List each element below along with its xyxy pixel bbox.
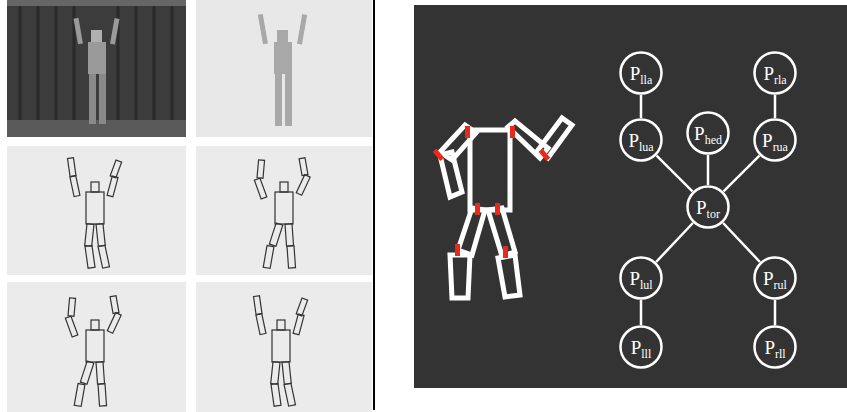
symbol-letter: P <box>629 269 640 288</box>
symbol-letter: P <box>631 338 642 357</box>
circle-shape <box>621 120 662 161</box>
circle-shape <box>688 187 729 228</box>
part-circle: Plll <box>619 325 663 369</box>
symbol-letter: P <box>630 64 641 83</box>
part-circle: Ptor <box>686 185 730 229</box>
circle-shape <box>621 53 662 94</box>
part-circle: Phed <box>686 111 730 155</box>
tree-edge <box>640 95 643 118</box>
part-label: Prll <box>764 338 785 357</box>
part-label: Plll <box>631 338 652 357</box>
symbol-subscript: rul <box>774 279 787 291</box>
part-circle: Prll <box>753 325 797 369</box>
body-model <box>440 118 572 298</box>
part-label: Plla <box>630 64 653 83</box>
part-label: Plua <box>628 131 653 150</box>
tree-edge <box>656 223 693 262</box>
joint-markers <box>433 126 551 258</box>
part-label: Prla <box>763 64 786 83</box>
tree-edge <box>707 155 710 185</box>
part-circle: Prul <box>753 256 797 300</box>
part-circle: Prua <box>753 118 797 162</box>
tree-edge <box>724 156 760 192</box>
tree-edge <box>640 300 643 325</box>
tree-edge <box>723 223 760 262</box>
tree-edge <box>657 156 693 192</box>
part-circle: Plul <box>619 256 663 300</box>
circle-shape <box>621 327 662 368</box>
symbol-letter: P <box>763 64 774 83</box>
symbol-letter: P <box>628 131 639 150</box>
pose-estimates <box>7 146 372 412</box>
part-circle: Plua <box>619 118 663 162</box>
symbol-subscript: tor <box>707 208 720 220</box>
symbol-letter: P <box>763 269 774 288</box>
part-label: Ptor <box>696 198 720 217</box>
part-label: Prua <box>762 131 788 150</box>
symbol-subscript: hed <box>705 134 722 146</box>
circle-shape <box>755 258 796 299</box>
symbol-letter: P <box>762 131 773 150</box>
tree-edge <box>774 95 777 118</box>
part-circle: Prla <box>753 51 797 95</box>
symbol-letter: P <box>764 338 775 357</box>
symbol-subscript: rla <box>774 74 787 86</box>
circle-shape <box>755 120 796 161</box>
symbol-subscript: rll <box>775 348 786 360</box>
circle-shape <box>688 113 729 154</box>
part-label: Prul <box>763 269 787 288</box>
symbol-subscript: lll <box>641 348 651 360</box>
divider-line <box>373 0 375 410</box>
circle-shape <box>621 258 662 299</box>
part-label: Plul <box>629 269 652 288</box>
symbol-subscript: lla <box>640 74 652 86</box>
circle-shape <box>755 327 796 368</box>
part-label: Phed <box>694 124 722 143</box>
symbol-letter: P <box>694 124 705 143</box>
silhouette-image <box>196 0 372 137</box>
symbol-subscript: lua <box>639 141 654 153</box>
part-circle: Plla <box>619 51 663 95</box>
tree-edge <box>774 300 777 325</box>
camera-photo <box>7 0 186 137</box>
circle-shape <box>755 53 796 94</box>
symbol-subscript: lul <box>640 279 653 291</box>
dark-panel <box>414 5 847 388</box>
symbol-subscript: rua <box>773 141 788 153</box>
symbol-letter: P <box>696 198 707 217</box>
